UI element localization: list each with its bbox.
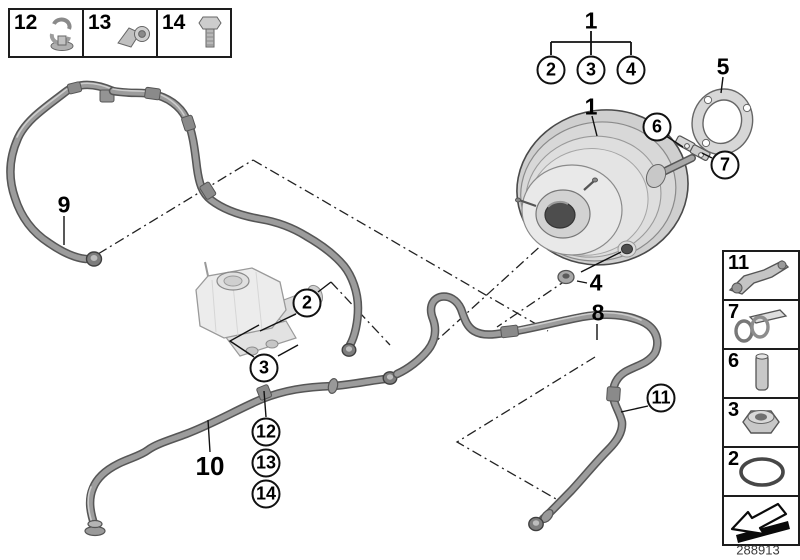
callout-2-mid-circled[interactable]: 2: [292, 288, 322, 318]
legend-13-number: 13: [88, 11, 112, 34]
holder-bracket-icon: [728, 260, 790, 295]
gasket-5: [691, 88, 754, 156]
legend-item-13[interactable]: 13: [84, 10, 158, 56]
legend-3-number: 3: [728, 399, 740, 421]
callout-13-circled[interactable]: 13: [251, 448, 281, 478]
legend-item-2[interactable]: 2: [724, 448, 798, 497]
vacuum-pipe-8: [392, 292, 662, 532]
legend-12-number: 12: [14, 11, 38, 34]
callout-14-circled[interactable]: 14: [251, 479, 281, 509]
callout-bracket: [550, 31, 632, 55]
legend-item-11[interactable]: 11: [724, 252, 798, 301]
collar-nut-icon: [742, 410, 780, 434]
callout-1-booster[interactable]: 1: [584, 93, 598, 120]
legend-item-12[interactable]: 12: [10, 10, 84, 56]
pipe-clamp-icon: [49, 17, 74, 51]
legend-item-14[interactable]: 14: [158, 10, 230, 56]
callout-3-circled[interactable]: 3: [576, 55, 606, 85]
legend-item-7[interactable]: 7: [724, 301, 798, 350]
legend-item-3[interactable]: 3: [724, 399, 798, 448]
centre-vacuum-pipe: [108, 86, 363, 357]
legend-right-box: 11 7 6 3: [722, 250, 800, 546]
brake-booster: [515, 109, 711, 266]
leader-lines: [63, 76, 724, 453]
callout-12-circled[interactable]: 12: [251, 417, 281, 447]
callout-4[interactable]: 4: [589, 269, 603, 296]
callout-10[interactable]: 10: [195, 451, 225, 481]
callout-9[interactable]: 9: [57, 191, 71, 218]
callout-3-mid-circled[interactable]: 3: [249, 353, 279, 383]
callout-6-circled[interactable]: 6: [642, 112, 672, 142]
callout-4-circled[interactable]: 4: [616, 55, 646, 85]
callout-5[interactable]: 5: [716, 53, 730, 80]
legend-item-6[interactable]: 6: [724, 350, 798, 399]
installation-direction-arrow-icon: [730, 502, 790, 543]
legend-item-direction[interactable]: [724, 497, 798, 544]
callout-8[interactable]: 8: [591, 299, 605, 326]
callout-1-group[interactable]: 1: [584, 7, 598, 34]
callout-11-circled[interactable]: 11: [646, 383, 676, 413]
legend-6-number: 6: [728, 350, 740, 372]
grommet-4: [557, 269, 575, 285]
bracket-with-nut-icon: [117, 26, 150, 48]
hex-bolt-icon: [198, 16, 222, 48]
legend-2-number: 2: [728, 448, 740, 470]
vacuum-pipe-10: [84, 371, 398, 537]
diagram-part-number: 288913: [736, 542, 780, 558]
callout-2-circled[interactable]: 2: [536, 55, 566, 85]
retaining-clip-icon: [734, 309, 788, 343]
legend-top-box: 12 13 14: [8, 8, 232, 58]
legend-7-number: 7: [728, 301, 740, 323]
vacuum-pipe-9: [6, 80, 118, 267]
o-ring-icon: [739, 457, 785, 487]
pin-icon: [755, 353, 769, 391]
callout-7-circled[interactable]: 7: [710, 150, 740, 180]
legend-11-number: 11: [728, 252, 750, 274]
legend-14-number: 14: [162, 11, 186, 34]
